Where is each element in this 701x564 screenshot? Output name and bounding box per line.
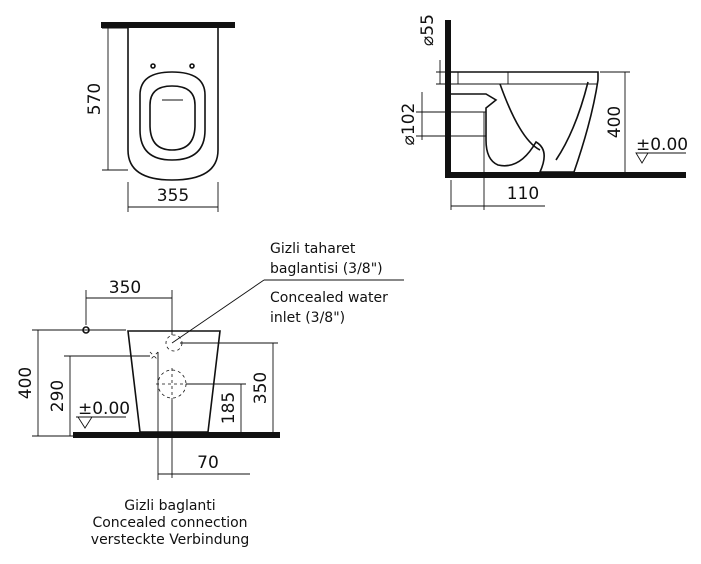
side-view-floor: [445, 172, 686, 178]
dim-label-185: 185: [219, 392, 239, 424]
floor-level-label: ±0.00: [636, 135, 688, 155]
note-connection-en: Concealed connection: [92, 515, 247, 531]
side-view-bowl-outline: [451, 71, 599, 173]
side-view-bowl-inner: [499, 83, 541, 151]
note-water-inlet-en-2: inlet (3/8"): [270, 310, 345, 326]
top-view-opening: [149, 85, 196, 151]
dim-label-400: 400: [605, 106, 625, 138]
top-view-bowl-outline: [127, 28, 219, 181]
top-view-seat: [139, 71, 206, 161]
dim-label-400-front: 400: [16, 367, 36, 399]
front-view-bowl-outline: [127, 330, 221, 433]
top-view-fixing-hole-right: [189, 63, 195, 69]
dim-label-290: 290: [48, 380, 68, 412]
dim-label-70: 70: [197, 453, 219, 473]
note-connection-de: versteckte Verbindung: [91, 532, 249, 548]
note-water-inlet-en-1: Concealed water: [270, 290, 388, 306]
side-view-inlet-spigot: [457, 71, 509, 85]
top-view-fixing-hole-left: [150, 63, 156, 69]
note-water-inlet-tr-1: Gizli taharet: [270, 241, 356, 257]
dim-label-350-top: 350: [109, 278, 141, 298]
leader-line-water-inlet: [171, 279, 265, 344]
dim-label-350-right: 350: [251, 372, 271, 404]
side-view: ⌀55 ⌀102 400 ±0.00 110: [399, 14, 688, 210]
side-view-wall: [445, 20, 451, 178]
side-view-bowl-inner-front: [555, 81, 589, 161]
connection-cross: [149, 351, 159, 361]
dim-label-355: 355: [157, 186, 189, 206]
note-water-inlet-tr-2: baglantisi (3/8"): [270, 261, 383, 277]
dim-label-570: 570: [85, 83, 105, 115]
front-floor-level-label: ±0.00: [78, 399, 130, 419]
top-view: 570 355: [85, 22, 235, 212]
front-view: 350 400 290 ±0.00 350 185 70: [16, 278, 404, 480]
front-floor-level-marker: [77, 416, 93, 429]
dim-label-diameter-102: ⌀102: [399, 103, 419, 146]
dim-label-diameter-55: ⌀55: [418, 14, 438, 46]
top-view-wall: [101, 22, 235, 28]
dim-label-110: 110: [507, 184, 539, 204]
front-view-floor: [73, 432, 280, 438]
floor-level-marker: [635, 152, 649, 164]
note-connection-tr: Gizli baglanti: [124, 498, 215, 514]
notes: Gizli taharet baglantisi (3/8") Conceale…: [91, 241, 388, 548]
